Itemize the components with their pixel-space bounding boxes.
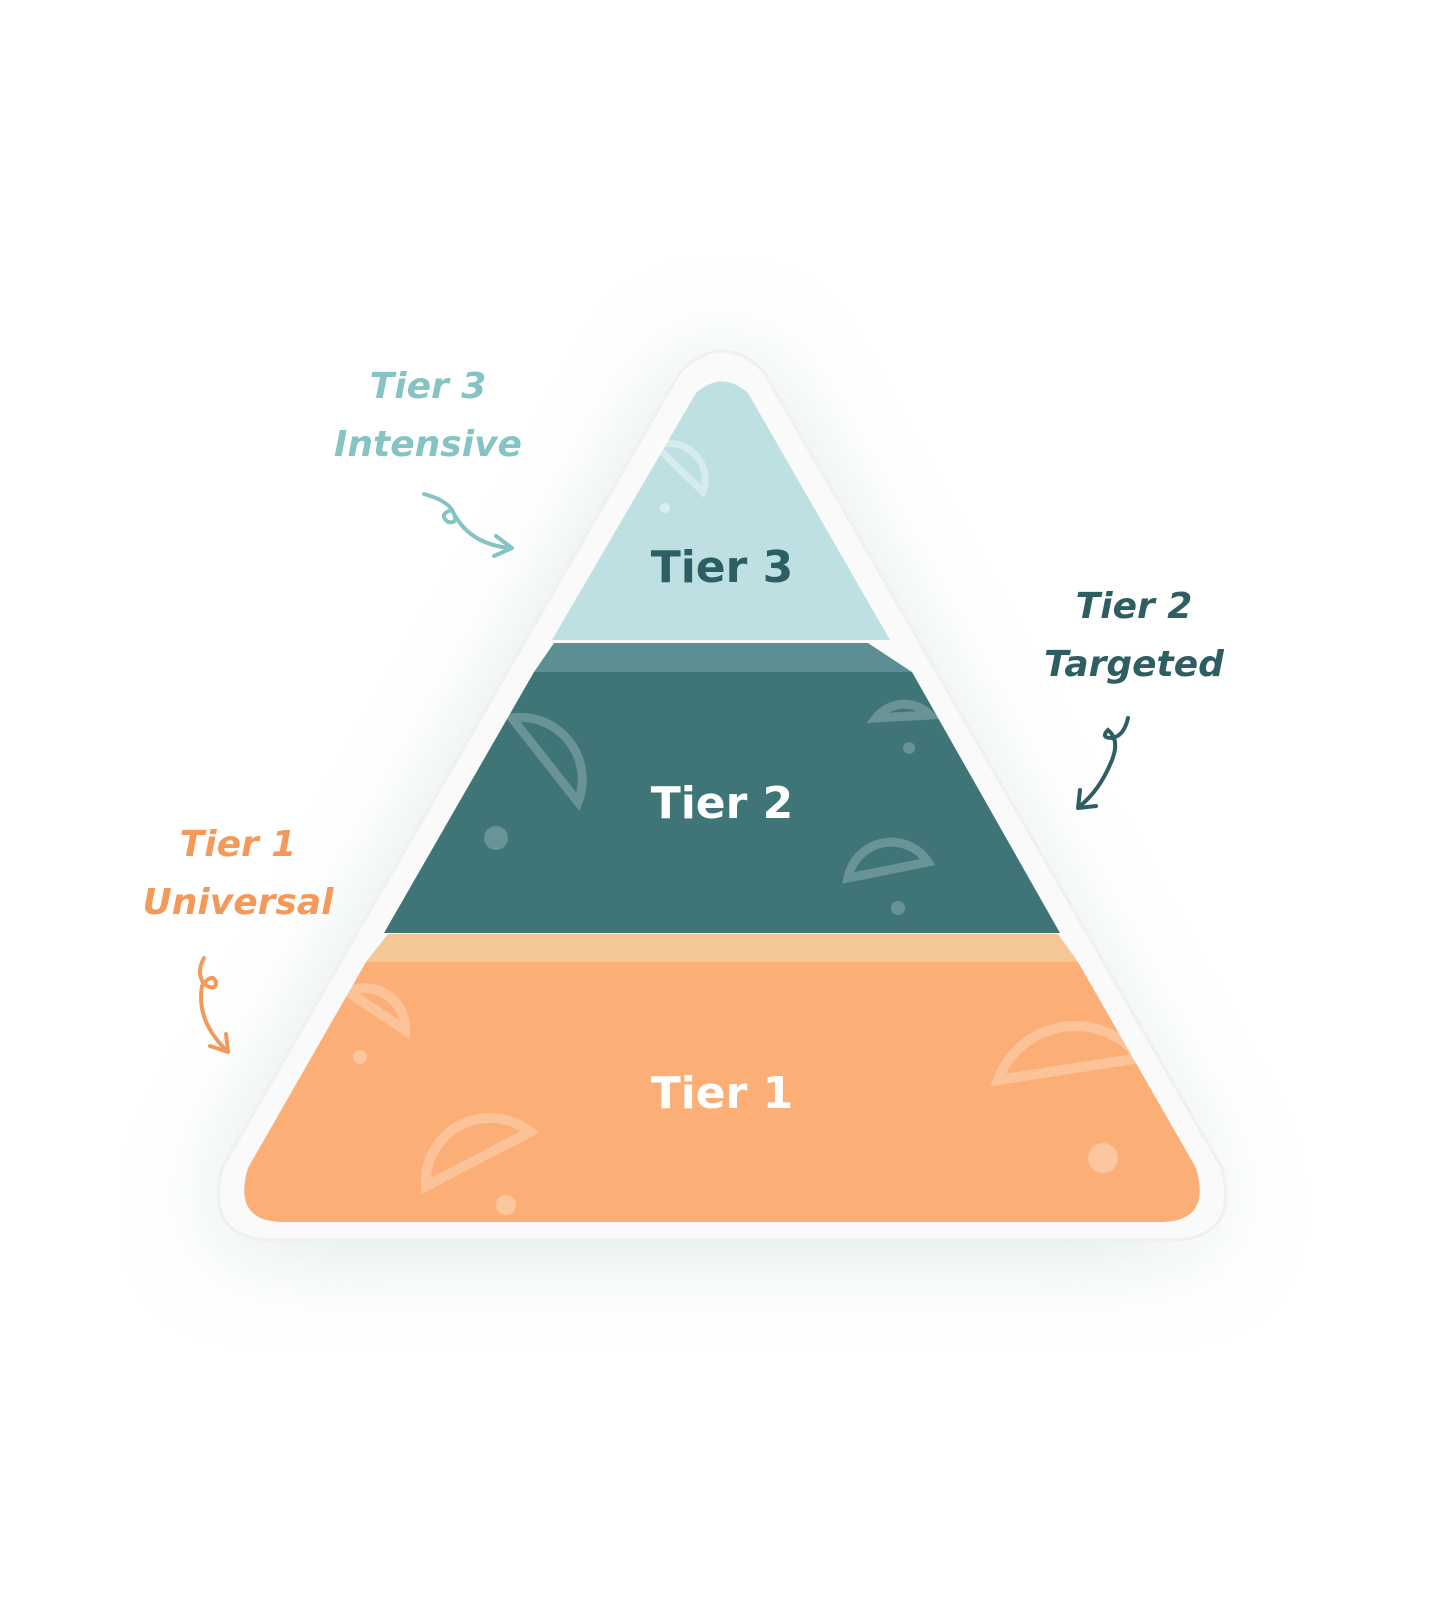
arrowhead-icon — [492, 534, 514, 558]
curved-arrow-icon — [1078, 716, 1130, 808]
curved-arrow-icon — [198, 956, 228, 1052]
tier-3-annotation-line1: Tier 3 — [370, 366, 487, 407]
arrowhead-icon — [1076, 788, 1098, 810]
dot-decoration — [484, 826, 508, 850]
dot-decoration — [660, 503, 670, 513]
half-circle-decoration — [337, 983, 411, 1040]
dot-decoration — [891, 901, 905, 915]
half-circle-decoration — [866, 699, 941, 724]
tier-2-annotation-line1: Tier 2 — [1076, 586, 1193, 627]
half-circle-decoration — [420, 1112, 540, 1194]
dot-decoration — [496, 1195, 516, 1215]
dot-decoration — [1088, 1143, 1118, 1173]
half-circle-decoration — [503, 712, 587, 811]
dot-decoration — [353, 1050, 367, 1064]
tier-1-annotation-line2: Universal — [143, 882, 335, 923]
half-circle-decoration — [842, 837, 936, 884]
tier-1-annotation-line1: Tier 1 — [180, 824, 297, 865]
half-circle-decoration — [990, 1021, 1150, 1087]
tier-2-annotation: Tier 2 Targeted — [1044, 586, 1225, 810]
tier-3-annotation: Tier 3 Intensive — [334, 366, 522, 558]
arrowhead-icon — [208, 1032, 230, 1054]
curved-arrow-icon — [422, 492, 512, 550]
tier-3-annotation-line2: Intensive — [334, 424, 522, 465]
tier-1-annotation: Tier 1 Universal — [143, 824, 335, 1054]
tier-2-block[interactable]: Tier 2 — [384, 672, 1060, 933]
tier-separator — [366, 934, 1078, 962]
dot-decoration — [903, 742, 915, 754]
tier-2-label: Tier 2 — [651, 778, 794, 829]
tier-3-block[interactable]: Tier 3 — [552, 381, 890, 641]
tier-2-annotation-line2: Targeted — [1044, 644, 1225, 685]
tier-separator — [534, 643, 912, 672]
tier-1-block[interactable]: Tier 1 — [244, 962, 1200, 1222]
half-circle-decoration — [649, 439, 709, 499]
tier-1-label: Tier 1 — [651, 1068, 794, 1119]
tier-3-label: Tier 3 — [651, 542, 794, 593]
